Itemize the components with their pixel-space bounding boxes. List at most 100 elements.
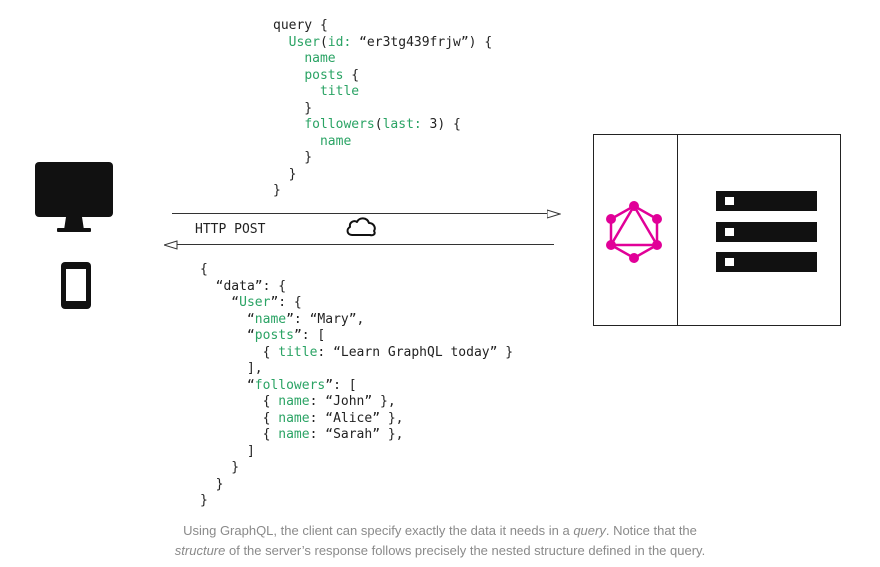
code-token: “ bbox=[200, 295, 240, 310]
code-field-token: followers bbox=[254, 377, 326, 393]
figure-caption: Using GraphQL, the client can specify ex… bbox=[0, 521, 880, 561]
code-token: { bbox=[343, 67, 360, 83]
code-field-token: id: bbox=[327, 34, 352, 50]
code-token bbox=[273, 84, 320, 99]
code-token: { bbox=[200, 394, 279, 409]
code-token: “ bbox=[200, 377, 255, 393]
code-token: } bbox=[200, 493, 208, 508]
query-code-line: name bbox=[273, 51, 336, 66]
response-arrow-head bbox=[164, 240, 178, 250]
code-token: : “Learn GraphQL today” } bbox=[317, 344, 514, 360]
query-code-line: User(id: “er3tg439frjw”) { bbox=[273, 34, 493, 50]
code-token: “er3tg439frjw”) { bbox=[351, 34, 493, 50]
query-code-line: title bbox=[273, 84, 359, 99]
query-code-line: query { bbox=[273, 18, 328, 33]
server-rack-unit bbox=[716, 222, 817, 242]
response-code-line: { bbox=[200, 262, 208, 277]
http-post-label: HTTP POST bbox=[195, 222, 266, 237]
code-token: } bbox=[200, 460, 240, 475]
code-token: ”: “Mary”, bbox=[286, 311, 365, 327]
code-token: } bbox=[200, 476, 224, 492]
code-token: ”: { bbox=[270, 295, 302, 310]
code-token: } bbox=[273, 166, 297, 182]
response-code-line: “posts”: [ bbox=[200, 328, 325, 343]
response-code-line: { name: “Sarah” }, bbox=[200, 427, 404, 442]
query-code-line: } bbox=[273, 150, 312, 165]
response-code-line: “name”: “Mary”, bbox=[200, 312, 364, 327]
code-token: “ bbox=[200, 328, 255, 343]
response-code-line: { name: “Alice” }, bbox=[200, 411, 404, 426]
query-code-line: } bbox=[273, 101, 312, 116]
code-field-token: name bbox=[304, 51, 336, 66]
code-token: } bbox=[273, 150, 313, 165]
code-token: “ bbox=[200, 311, 255, 327]
code-token bbox=[273, 134, 320, 149]
code-token: 3) { bbox=[421, 117, 461, 132]
caption-line-1: Using GraphQL, the client can specify ex… bbox=[183, 523, 697, 538]
code-token: { bbox=[200, 344, 279, 360]
response-code-line: } bbox=[200, 460, 239, 475]
query-code-line: name bbox=[273, 134, 351, 149]
server-box-divider bbox=[677, 134, 678, 326]
code-token: : “Sarah” }, bbox=[309, 427, 404, 442]
response-code-line: { name: “John” }, bbox=[200, 394, 396, 409]
code-token bbox=[273, 68, 304, 83]
code-token: ( bbox=[319, 34, 328, 50]
response-code-line: } bbox=[200, 476, 224, 492]
code-token: ] bbox=[200, 443, 255, 459]
code-token: { bbox=[200, 410, 279, 426]
code-token: query { bbox=[273, 18, 328, 33]
code-token: ], bbox=[200, 361, 263, 376]
response-code-line: } bbox=[200, 493, 208, 508]
code-field-token: last: bbox=[382, 117, 422, 132]
code-token bbox=[273, 117, 304, 132]
code-field-token: title bbox=[319, 84, 360, 99]
code-field-token: User bbox=[239, 295, 271, 310]
code-token: ”: [ bbox=[293, 328, 326, 343]
query-code-line: posts { bbox=[273, 68, 359, 83]
cloud-icon bbox=[346, 217, 376, 237]
caption-line-2: structure of the server’s response follo… bbox=[174, 543, 706, 558]
code-token: : “John” }, bbox=[309, 394, 396, 409]
code-field-token: name bbox=[319, 133, 352, 149]
code-field-token: name bbox=[254, 311, 287, 327]
graphql-logo-icon bbox=[606, 201, 662, 263]
response-code-line: “followers”: [ bbox=[200, 378, 357, 393]
code-field-token: posts bbox=[304, 67, 344, 83]
code-field-token: title bbox=[278, 344, 318, 360]
code-field-token: name bbox=[278, 394, 310, 409]
response-code-line: “data”: { bbox=[200, 279, 286, 294]
server-rack-unit bbox=[716, 252, 817, 272]
server-rack-unit bbox=[716, 191, 817, 211]
query-code-line: } bbox=[273, 166, 297, 182]
code-token: : “Alice” }, bbox=[309, 410, 404, 426]
code-token: { bbox=[200, 262, 208, 277]
query-code-line: } bbox=[273, 183, 281, 198]
query-code-block: query { User(id: “er3tg439frjw”) { name … bbox=[273, 18, 492, 200]
code-token: “data”: { bbox=[200, 278, 287, 294]
response-code-block: { “data”: { “User”: { “name”: “Mary”, “p… bbox=[200, 262, 513, 510]
response-code-line: ] bbox=[200, 444, 255, 459]
response-arrow-line bbox=[176, 244, 554, 245]
code-token: ( bbox=[374, 117, 383, 132]
code-field-token: User bbox=[288, 34, 320, 50]
server-box bbox=[593, 134, 841, 326]
code-token: { bbox=[200, 427, 279, 442]
request-arrow-head bbox=[547, 209, 561, 219]
code-token: ”: [ bbox=[325, 377, 357, 393]
response-code-line: “User”: { bbox=[200, 295, 302, 310]
code-token: } bbox=[273, 183, 281, 198]
code-field-token: followers bbox=[304, 117, 375, 132]
response-code-line: { title: “Learn GraphQL today” } bbox=[200, 345, 513, 360]
code-token bbox=[273, 51, 304, 66]
desktop-monitor-icon bbox=[35, 162, 113, 232]
code-field-token: name bbox=[278, 427, 310, 442]
request-arrow-line bbox=[172, 213, 550, 214]
query-code-line: followers(last: 3) { bbox=[273, 117, 461, 132]
mobile-phone-icon bbox=[61, 262, 91, 309]
response-code-line: ], bbox=[200, 361, 263, 376]
code-token: } bbox=[273, 100, 313, 116]
code-token bbox=[273, 35, 289, 50]
code-field-token: posts bbox=[254, 328, 294, 343]
code-field-token: name bbox=[278, 410, 310, 426]
